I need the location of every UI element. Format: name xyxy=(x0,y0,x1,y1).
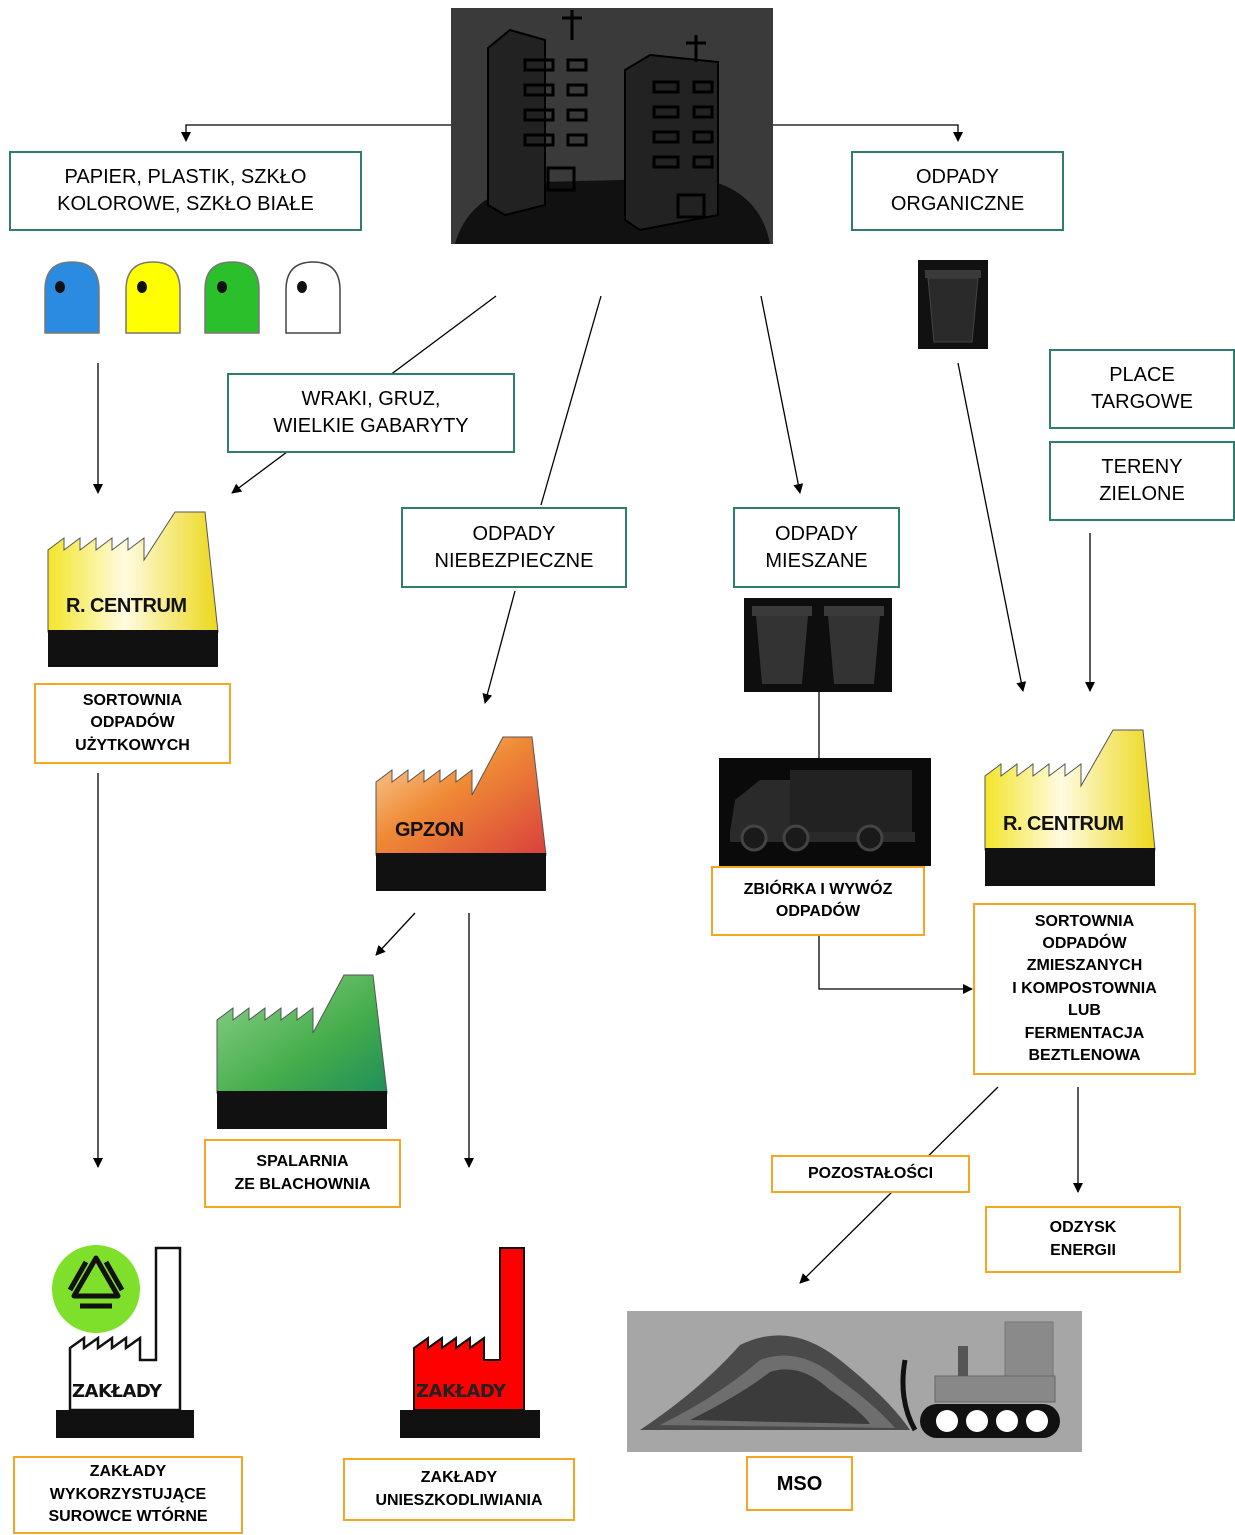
energy-recovery-box: ODZYSK ENERGII xyxy=(985,1206,1181,1273)
arrow-collection-to-sorting xyxy=(818,936,973,994)
line-to-hazardous xyxy=(540,295,602,506)
disposal-plants-box: ZAKŁADY UNIESZKODLIWIANIA xyxy=(343,1458,575,1521)
zaklady-red-label: ZAKŁADY xyxy=(416,1381,506,1402)
r-centrum-left-label: R. CENTRUM xyxy=(66,595,187,617)
mixed-bins-image xyxy=(744,598,892,692)
arrow-gpzon-to-incinerator xyxy=(375,912,416,956)
residues-box: POZOSTAŁOŚCI xyxy=(771,1155,970,1193)
r-centrum-right-label: R. CENTRUM xyxy=(1003,813,1124,835)
gpzon-factory xyxy=(375,736,547,891)
recycling-bins xyxy=(44,261,341,334)
incinerator-factory xyxy=(216,974,388,1129)
zaklady-white-label: ZAKŁADY xyxy=(72,1381,162,1402)
mixed-waste-box: ODPADY MIESZANE xyxy=(733,507,900,588)
incinerator-box: SPALARNIA ZE BLACHOWNIA xyxy=(204,1139,401,1208)
landfill-image xyxy=(627,1311,1082,1452)
white-bin-icon xyxy=(285,261,341,334)
mso-box: MSO xyxy=(746,1456,853,1511)
yellow-bin-icon xyxy=(125,261,181,334)
gpzon-label: GPZON xyxy=(395,819,464,841)
recycle-icon xyxy=(52,1245,140,1333)
r-centrum-factory-right xyxy=(984,729,1156,886)
residential-buildings-image xyxy=(451,8,773,244)
wrecks-rubble-box: WRAKI, GRUZ, WIELKIE GABARYTY xyxy=(227,373,515,453)
marketplaces-box: PLACE TARGOWE xyxy=(1049,349,1235,429)
organic-bin-image xyxy=(918,260,988,349)
useful-waste-sorting-box: SORTOWNIA ODPADÓW UŻYTKOWYCH xyxy=(34,683,231,764)
recyclables-box: PAPIER, PLASTIK, SZKŁO KOLOROWE, SZKŁO B… xyxy=(9,151,362,231)
blue-bin-icon xyxy=(44,261,100,334)
green-bin-icon xyxy=(204,261,260,334)
arrow-to-organic xyxy=(773,124,963,142)
arrow-to-recyclables xyxy=(181,124,451,142)
arrow-hazardous-to-gpzon xyxy=(482,590,516,704)
hazardous-waste-box: ODPADY NIEBEZPIECZNE xyxy=(401,507,627,588)
secondary-materials-plants-box: ZAKŁADY WYKORZYSTUJĄCE SUROWCE WTÓRNE xyxy=(13,1456,243,1534)
mixed-waste-sorting-box: SORTOWNIA ODPADÓW ZMIESZANYCH I KOMPOSTO… xyxy=(973,903,1196,1075)
arrow-organic-to-rcentrum-right xyxy=(957,362,1027,692)
r-centrum-factory-left xyxy=(47,511,219,667)
secondary-materials-plant-factory xyxy=(56,1246,194,1438)
arrow-to-mixed xyxy=(760,295,804,494)
disposal-plant-factory xyxy=(400,1247,540,1438)
green-areas-box: TERENY ZIELONE xyxy=(1049,441,1235,521)
organic-waste-box: ODPADY ORGANICZNE xyxy=(851,151,1064,231)
garbage-truck-image xyxy=(719,758,931,866)
collection-transport-box: ZBIÓRKA I WYWÓZ ODPADÓW xyxy=(711,866,925,936)
